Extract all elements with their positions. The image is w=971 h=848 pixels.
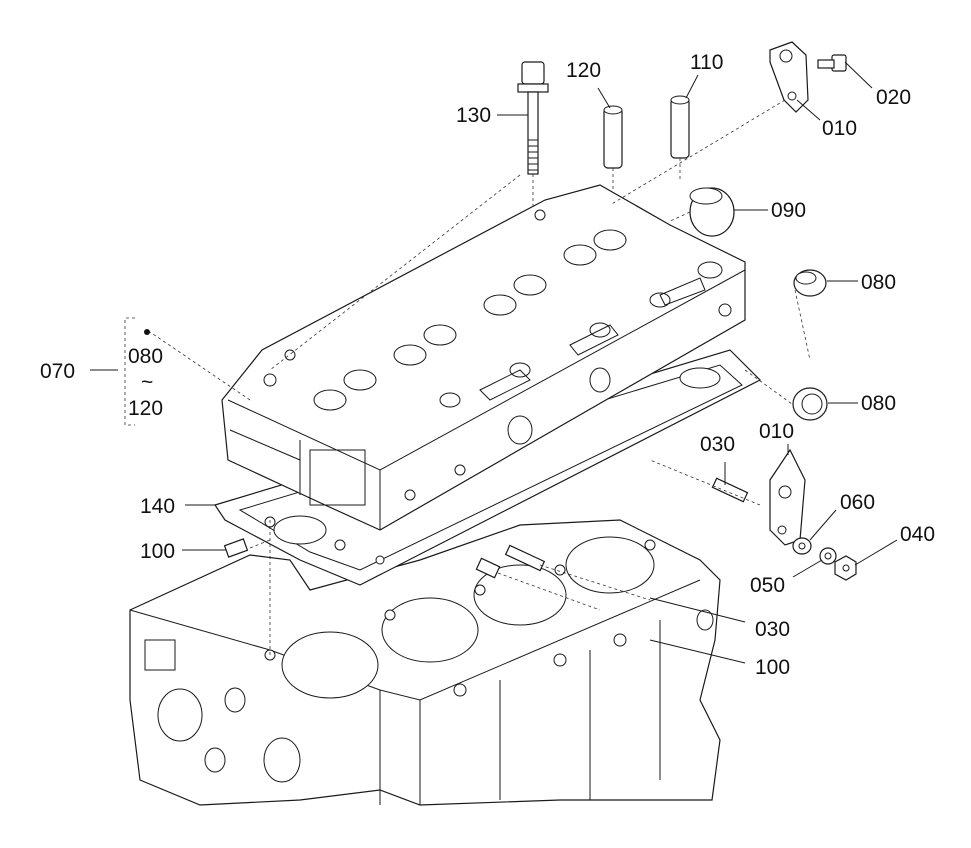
hanger-010-side — [769, 448, 806, 546]
callout-130: 130 — [456, 104, 492, 127]
plug-080-upper — [793, 269, 827, 297]
head-bolt-130 — [517, 61, 549, 175]
stud-120 — [603, 105, 623, 169]
cap-090 — [689, 187, 735, 237]
callout-030-upper: 030 — [700, 433, 736, 456]
hanger-010-top — [769, 41, 809, 113]
callout-030-lower: 030 — [755, 618, 791, 641]
callout-070-range-tilde: ~ — [141, 371, 154, 394]
callout-070: 070 — [40, 360, 76, 383]
callout-100-left: 100 — [140, 540, 176, 563]
callout-090: 090 — [771, 199, 807, 222]
cylinder-head — [221, 184, 746, 531]
callout-100-right: 100 — [755, 656, 791, 679]
callout-010-top: 010 — [822, 117, 858, 140]
bolt-020 — [817, 54, 847, 72]
dowel-100-right — [475, 557, 501, 579]
leader-lines — [90, 61, 898, 664]
dowel-100-left — [223, 538, 249, 558]
assembly-lines — [149, 99, 811, 655]
stud-030-upper — [711, 477, 749, 503]
plug-080-lower — [792, 387, 828, 421]
cylinder-block — [129, 519, 721, 806]
callout-050: 050 — [750, 574, 786, 597]
stud-110 — [670, 95, 690, 159]
nut-040 — [834, 555, 857, 581]
callout-070-range-to: 120 — [128, 397, 164, 420]
callout-110: 110 — [690, 51, 724, 74]
callout-080-upper: 080 — [861, 271, 897, 294]
callout-010-side: 010 — [759, 420, 795, 443]
callout-040: 040 — [900, 523, 936, 546]
callout-120: 120 — [566, 59, 602, 82]
callout-070-range-from: 080 — [128, 345, 164, 368]
callout-060: 060 — [840, 491, 876, 514]
washer-050 — [819, 547, 837, 565]
callout-140: 140 — [140, 495, 176, 518]
callout-080-lower: 080 — [861, 392, 897, 415]
washer-060 — [792, 537, 812, 555]
callout-020: 020 — [876, 86, 912, 109]
